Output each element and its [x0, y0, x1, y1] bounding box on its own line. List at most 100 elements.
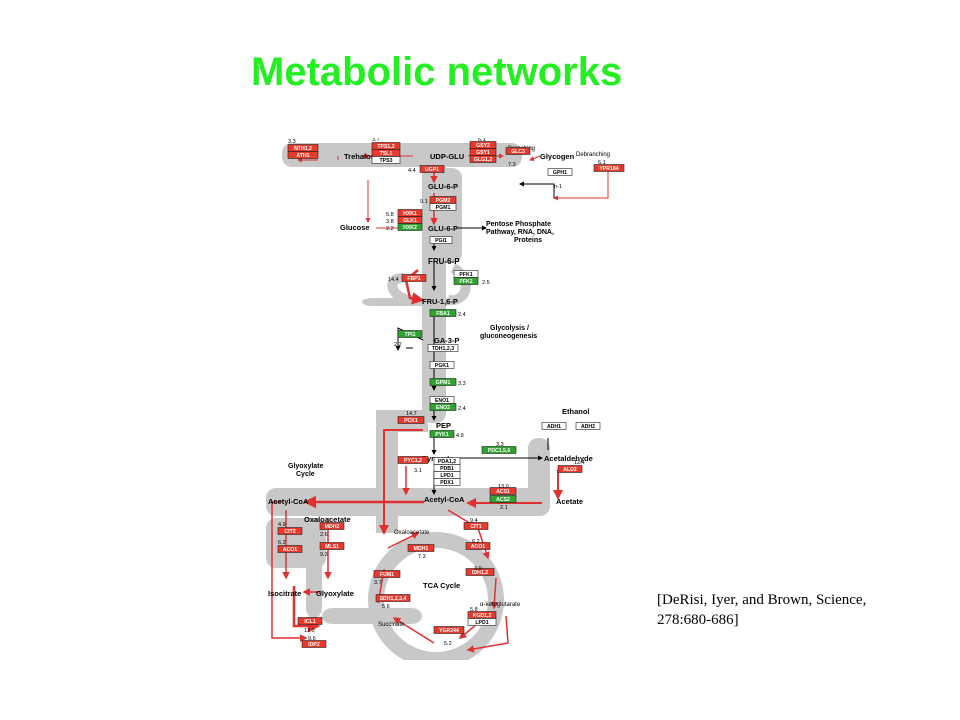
enzyme-adh2: ADH2: [575, 422, 601, 430]
enzyme-box: [465, 568, 495, 576]
fold-change-ypr: 6.1: [598, 160, 606, 166]
enzyme-pdc: PDC1,5,6: [481, 446, 517, 454]
enzyme-icl1: ICL1: [297, 617, 323, 625]
enzyme-box: [397, 223, 423, 231]
enzyme-box: [429, 236, 453, 244]
enzyme-pda12: PDA1,2: [433, 457, 461, 465]
metabolite-aketo: α-ketoglutarate: [480, 602, 521, 608]
enzyme-box: [467, 618, 497, 626]
enzyme-eno1: ENO1: [429, 396, 455, 404]
reaction-arrow: [466, 615, 509, 653]
enzyme-label: GLC3: [511, 149, 525, 155]
enzyme-label: TPI1: [405, 332, 416, 338]
enzyme-gpm1: GPM1: [429, 378, 457, 386]
enzyme-label: PYK1: [435, 432, 449, 438]
fold-change-pdc: 3.3: [496, 442, 504, 448]
metabolite-ethanol: Ethanol: [562, 407, 590, 416]
enzyme-box: [319, 522, 345, 530]
enzyme-label: ADH2: [581, 424, 595, 430]
metabolite-fru6p: FRU-6-P: [428, 257, 460, 266]
enzyme-pgi1: PGI1: [429, 236, 453, 244]
enzyme-box: [547, 168, 573, 176]
fold-change-pfk2: 2.5: [482, 280, 490, 286]
annotation-glyox2: Cycle: [296, 471, 315, 478]
annotation-glyco2: gluconeogenesis: [480, 333, 537, 340]
fold-change-ugp1: 4.4: [408, 168, 416, 174]
pathway-band: [528, 438, 550, 516]
fold-change-pck1: 14.7: [406, 411, 417, 417]
enzyme-box: [397, 330, 423, 338]
enzyme-label: FBP1: [407, 276, 420, 282]
enzyme-label: PFK1: [459, 272, 472, 278]
enzyme-ypr184: YPR184: [593, 164, 625, 172]
fold-change-icl1: 13.0: [304, 628, 315, 634]
enzyme-box: [287, 151, 319, 159]
enzyme-label: PGM2: [436, 198, 451, 204]
metabolite-acetyl_coa: Acetyl-CoA: [424, 495, 465, 504]
enzyme-pgm2: PGM2: [429, 196, 457, 204]
enzyme-box: [469, 155, 497, 163]
fold-change-idh: 3.0: [474, 566, 482, 572]
enzyme-box: [407, 544, 435, 552]
enzyme-box: [541, 422, 567, 430]
enzyme-cit1: CIT1: [463, 522, 489, 530]
reaction-arrow: [392, 617, 435, 644]
enzyme-label: ACS2: [496, 497, 510, 503]
annotation-ppp2: Pathway, RNA, DNA,: [486, 229, 554, 236]
enzyme-label: TSL1: [380, 151, 393, 157]
metabolite-glyoxylate: Glyoxylate: [316, 589, 354, 598]
enzyme-fba1: FBA1: [429, 309, 457, 317]
metabolite-acetaldehyde: Acetaldehyde: [544, 454, 593, 463]
enzyme-ugp1: UGP1: [419, 165, 445, 173]
enzyme-label: TDH1,2,3: [432, 346, 454, 352]
enzyme-label: PDB1: [440, 466, 454, 472]
annotation-ppp1: Pentose Phosphate: [486, 221, 551, 228]
fold-change-aco1b: 6.2: [472, 539, 480, 545]
enzyme-label: PDA1,2: [438, 459, 456, 465]
enzyme-mdh2: MDH2: [319, 522, 345, 530]
metabolite-pep: PEP: [436, 421, 451, 430]
fold-change-pyk1: 4.9: [456, 433, 464, 439]
enzyme-lpd1a: LPD1: [433, 471, 461, 479]
fold-change-ygr: 5.2: [444, 641, 452, 647]
enzyme-box: [505, 147, 531, 155]
fold-change-hxk1: 5.8: [386, 212, 394, 218]
enzyme-pfk2: PFK2: [453, 277, 479, 285]
enzyme-pdx1: PDX1: [433, 478, 461, 486]
citation: [DeRisi, Iyer, and Brown, Science, 278:6…: [657, 590, 897, 630]
fold-change-glk1: 3.8: [386, 219, 394, 225]
enzyme-box: [433, 478, 461, 486]
enzyme-label: GPH1: [553, 170, 567, 176]
annotation-glyox1: Glyoxylate: [288, 463, 324, 470]
reaction-arrow: [387, 532, 420, 549]
enzyme-box: [277, 545, 303, 553]
enzyme-label: YGR244: [439, 628, 459, 634]
enzyme-fbp1: FBP1: [401, 274, 427, 282]
enzyme-pgm1: PGM1: [429, 203, 457, 211]
pathway-band: [282, 143, 522, 167]
fold-change-acs2: 2.1: [500, 505, 508, 511]
enzyme-glc3: GLC3: [505, 147, 531, 155]
enzyme-acs2: ACS2: [489, 495, 517, 503]
enzyme-pfk1: PFK1: [453, 270, 479, 278]
enzyme-sdh: SDH1,2,3,4: [375, 594, 411, 602]
enzyme-pyc12: PYC1,2: [397, 456, 429, 464]
reaction-arrow: [271, 501, 308, 642]
enzyme-box: [297, 617, 323, 625]
enzyme-aco1a: ACO1: [277, 545, 303, 553]
enzyme-ygr244: YGR244: [433, 626, 465, 634]
metabolite-fru16p: FRU-1,6-P: [422, 297, 458, 306]
enzyme-label: ATH1: [296, 153, 309, 159]
enzyme-label: LPD1: [440, 473, 453, 479]
enzyme-label: IDH1,2: [472, 570, 488, 576]
fold-change-gsy: 6.1: [478, 138, 486, 143]
enzyme-box: [371, 156, 401, 164]
reaction-arrow: [292, 586, 321, 633]
fold-change-idp2: 9.6: [308, 636, 316, 642]
enzyme-label: GLK1: [403, 218, 417, 224]
enzyme-box: [427, 344, 459, 352]
metabolite-succinate: Succinate: [378, 622, 405, 628]
enzyme-tsl1: TSL1: [371, 149, 401, 157]
enzyme-label: NTH1,2: [294, 146, 312, 152]
